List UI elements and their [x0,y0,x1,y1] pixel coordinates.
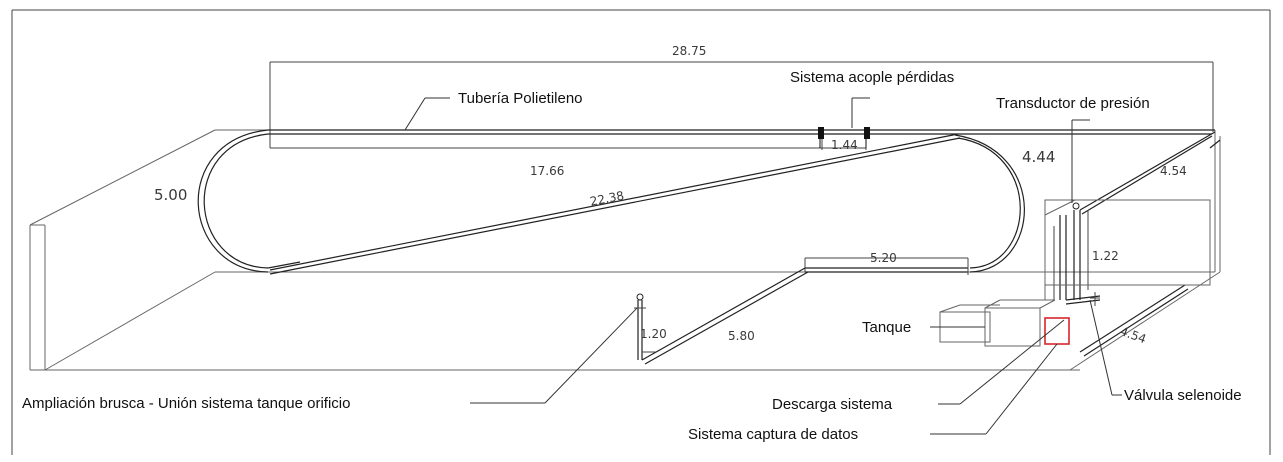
room-outline [29,129,1221,371]
dim-vertical-right: 1.22 [1092,249,1119,263]
label-capture: Sistema captura de datos [688,426,858,443]
dim-lower-diagonal: 5.80 [728,329,755,343]
dim-coupling: 1.44 [831,138,858,152]
data-capture-box [1044,317,1070,345]
coupling-valves [818,127,870,148]
dim-right-curve: 4.44 [1022,148,1055,166]
outer-frame [11,9,1271,455]
label-discharge: Descarga sistema [772,396,893,413]
dim-left-riser: 1.20 [640,327,667,341]
dim-diagonal: 22.38 [589,188,625,208]
leader-valve [1089,299,1113,396]
dim-upper-pipe: 17.66 [530,164,564,178]
pipe-loop [197,129,1221,365]
dim-lower-run: 5.20 [870,251,897,265]
dim-top-span: 28.75 [672,44,706,58]
label-coupling: Sistema acople pérdidas [790,69,954,86]
label-pipe: Tubería Polietileno [458,90,583,107]
dim-right-lower: 4.54 [1118,324,1148,346]
dim-left-curve: 5.00 [154,186,187,204]
label-expansion: Ampliación brusca - Unión sistema tanque… [22,395,350,412]
tank-structure [939,199,1211,347]
label-transducer: Transductor de presión [996,95,1150,112]
label-valve: Válvula selenoide [1124,387,1242,404]
dim-right-upper: 4.54 [1160,164,1187,178]
label-tank: Tanque [862,319,911,336]
